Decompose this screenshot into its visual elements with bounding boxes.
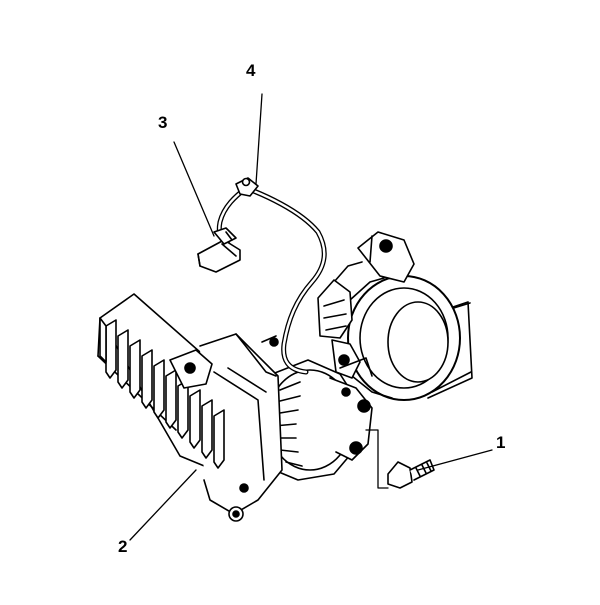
cooling-fin [177, 379, 189, 439]
callout-2: 2 [118, 537, 128, 556]
leader-line-3 [173, 141, 215, 237]
control-module [97, 293, 283, 522]
callout-1: 1 [496, 433, 506, 452]
column-housing [317, 231, 461, 401]
cooling-fin [189, 389, 201, 449]
callout-4: 4 [246, 61, 256, 80]
wire-harness [197, 177, 327, 375]
bolt-location-line [365, 429, 389, 489]
cooling-fin [105, 319, 117, 379]
cooling-fin [141, 349, 153, 409]
cooling-fin [129, 339, 141, 399]
callout-3: 3 [158, 113, 168, 132]
leader-line-4 [255, 93, 263, 185]
leader-line-2 [129, 469, 197, 541]
mounting-bolt [387, 459, 435, 489]
cooling-fin [165, 369, 177, 429]
cooling-fin [213, 409, 225, 469]
cooling-fin [117, 329, 129, 389]
cooling-fin [153, 359, 165, 419]
leader-line-1 [417, 449, 493, 471]
cooling-fin [201, 399, 213, 459]
